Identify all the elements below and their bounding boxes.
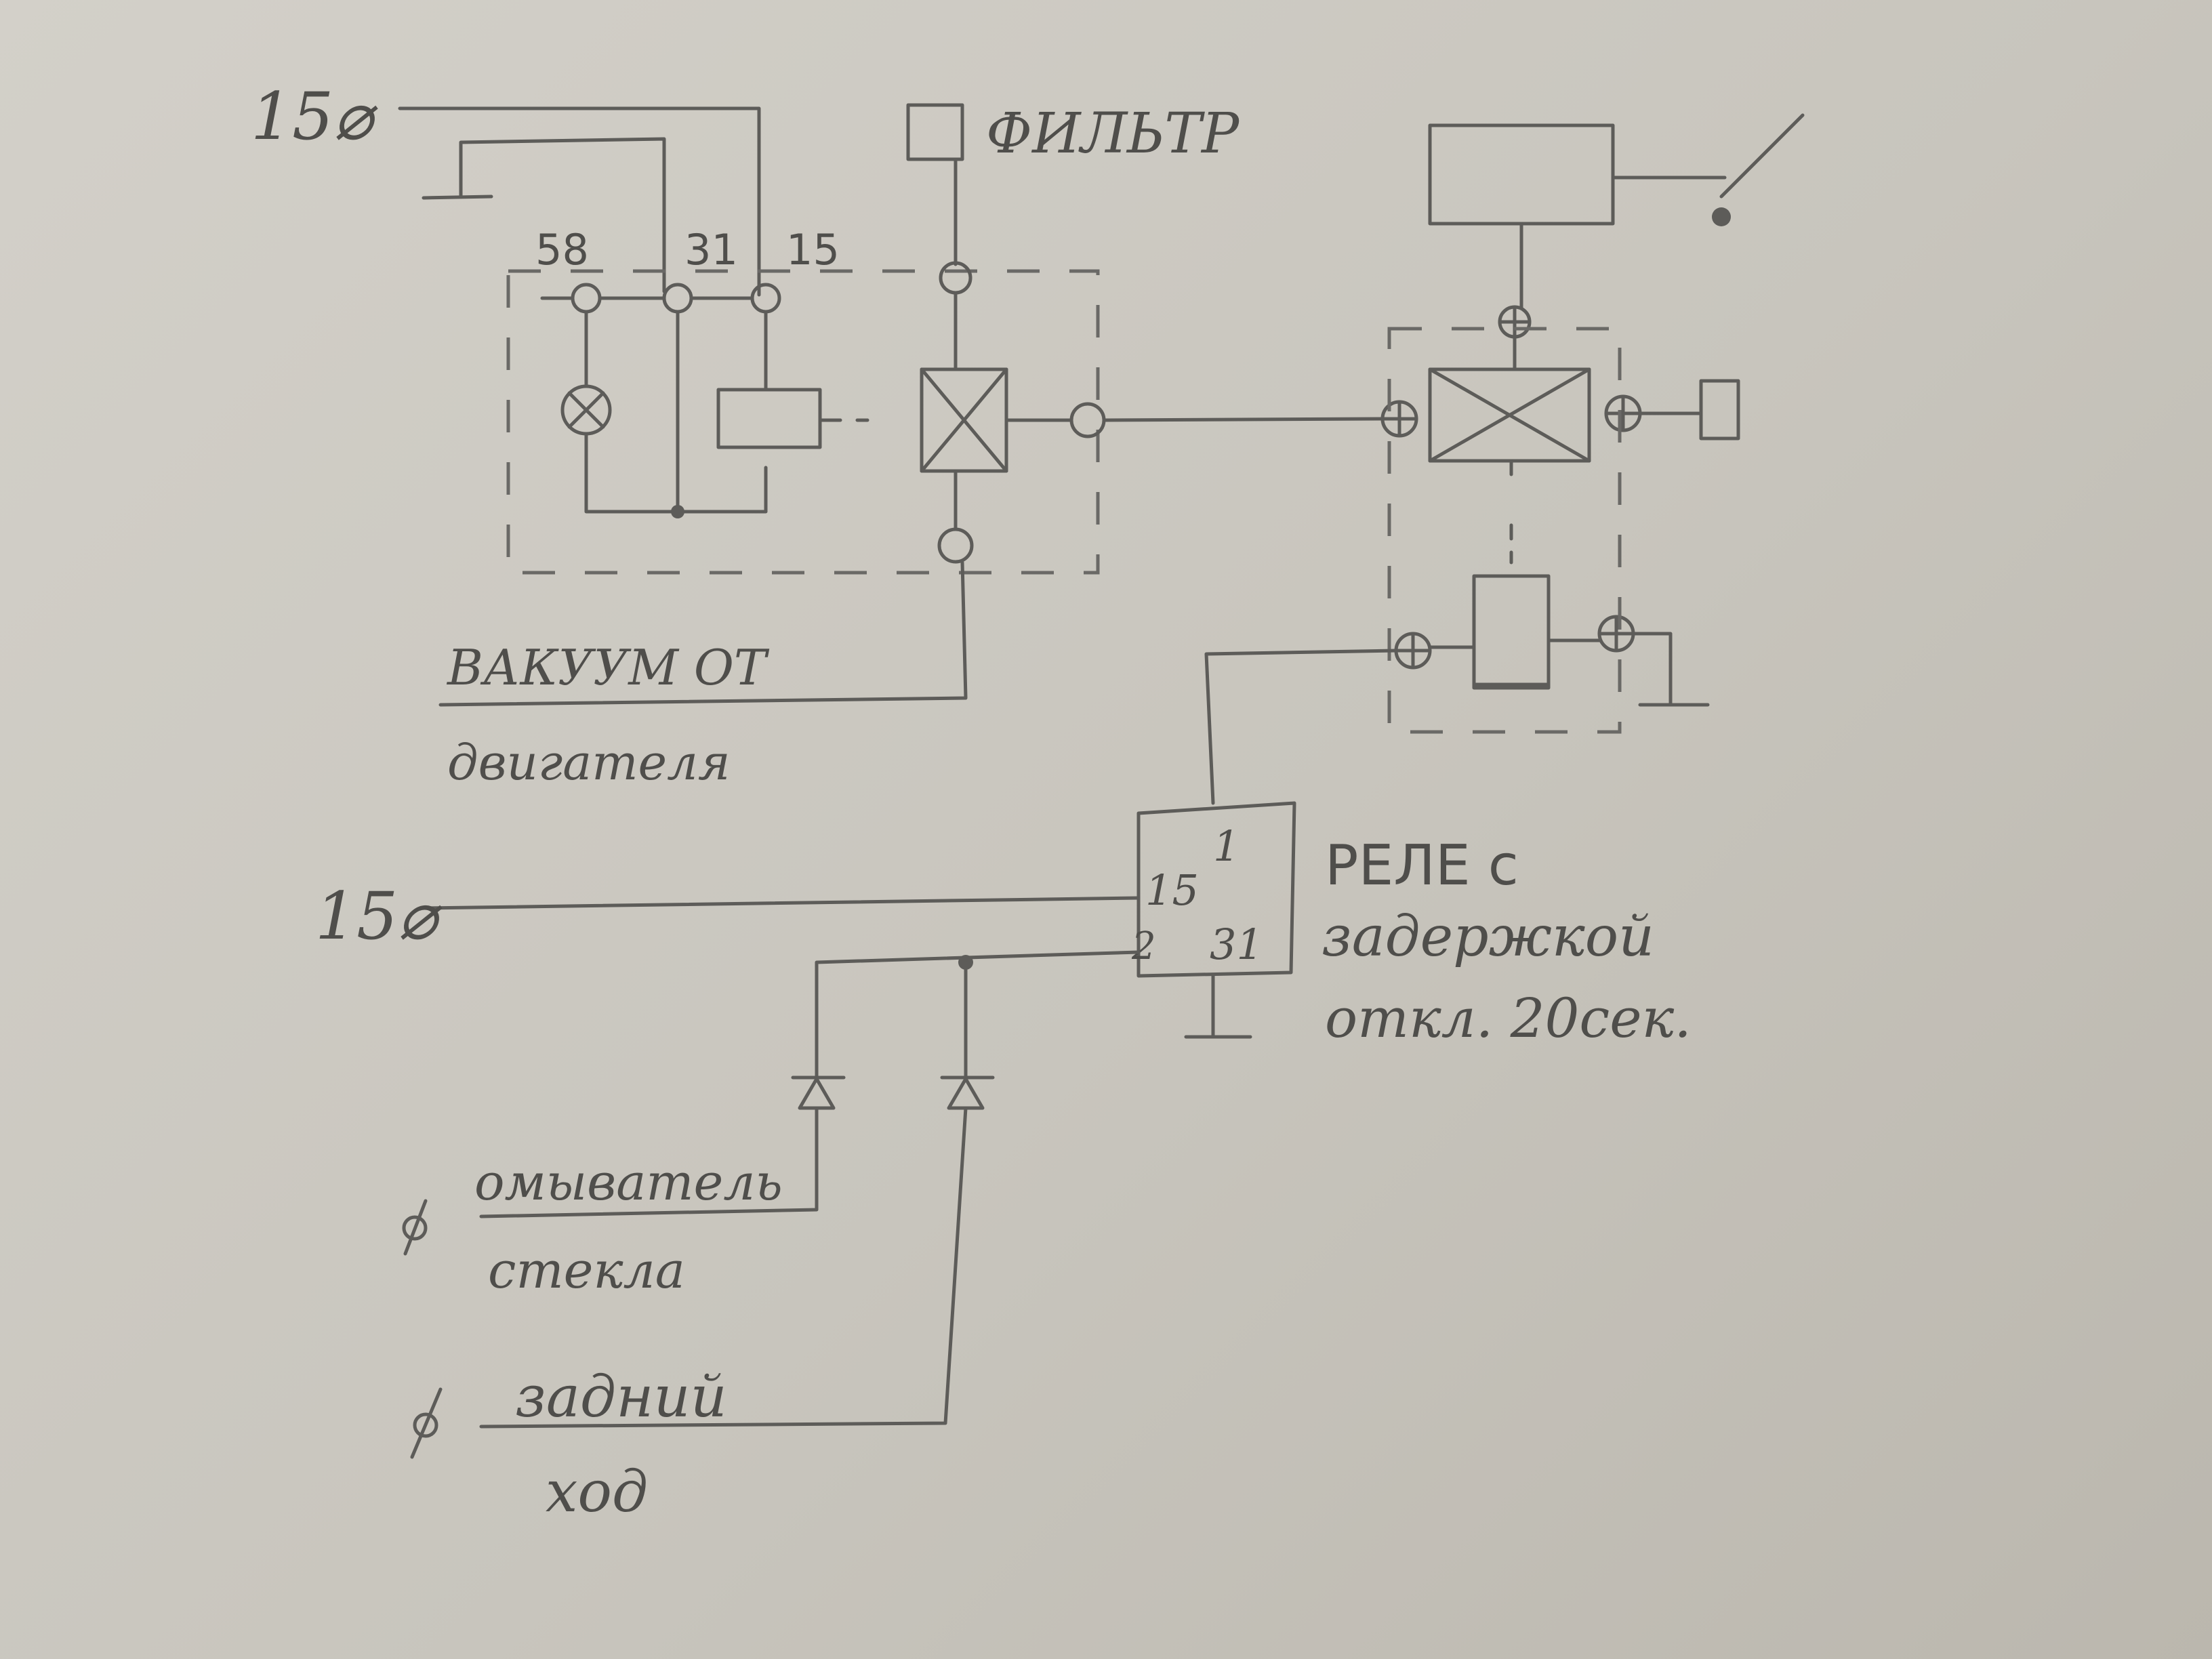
actuator-box (1428, 113, 1805, 310)
pin-31-label: 31 (684, 225, 738, 274)
left-module-coil (716, 310, 869, 449)
left-module-terminals (540, 283, 781, 314)
right-valve (1380, 305, 1740, 565)
relay-pin-15: 15 (1145, 865, 1199, 915)
right-coil (1394, 574, 1710, 707)
relay-output-wire (1204, 649, 1398, 805)
delay-relay (1136, 801, 1296, 1039)
pin-15-label: 15 (786, 225, 840, 274)
pin-58-label: 58 (535, 225, 589, 274)
right-module-boundary (1387, 327, 1622, 734)
relay-label-line3: откл. 20сек. (1325, 987, 1692, 1050)
supply-top-wire (398, 106, 761, 297)
diode-reverse (479, 1076, 995, 1429)
input-bus (815, 950, 1141, 1080)
vacuum-hose (1102, 417, 1385, 422)
diode-washer (479, 1076, 846, 1218)
supply-label-mid: 15⌀ (315, 878, 443, 954)
vacuum-label-line2: двигателя (447, 734, 731, 791)
lamp (560, 310, 768, 518)
relay-pin-1: 1 (1213, 821, 1240, 871)
ground-top (422, 137, 666, 293)
relay-label-line2: задержкой (1322, 905, 1654, 969)
reverse-terminal (410, 1387, 443, 1459)
washer-label-line2: стекла (488, 1242, 685, 1300)
relay-pin-2: 2 (1131, 924, 1156, 968)
reverse-label-line2: ход (546, 1458, 648, 1525)
filter-label: ФИЛЬТР (986, 102, 1240, 166)
supply-label-top: 15⌀ (251, 79, 378, 155)
vacuum-label-line1: ВАКУУМ ОТ (446, 639, 770, 696)
reverse-label-line1: задний (515, 1364, 727, 1430)
filter-box (906, 103, 964, 161)
washer-terminal (402, 1199, 428, 1256)
relay-pin-31: 31 (1210, 920, 1263, 969)
relay-label-line1: РЕЛЕ с (1325, 834, 1519, 898)
vacuum-line (438, 560, 968, 707)
supply-mid-wire (425, 896, 1141, 910)
left-valve (920, 157, 1106, 564)
washer-label-line1: омыватель (474, 1153, 783, 1212)
left-module-boundary (506, 269, 1100, 575)
